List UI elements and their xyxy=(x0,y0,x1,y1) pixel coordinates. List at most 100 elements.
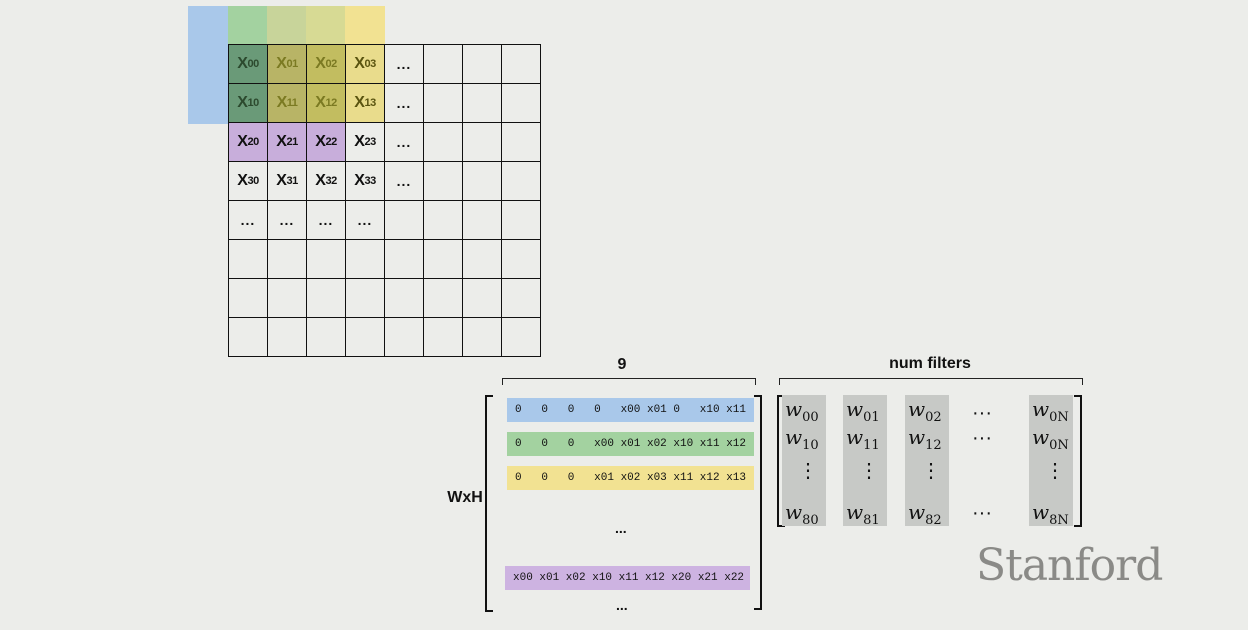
grid-cell xyxy=(424,279,463,318)
grid-cell xyxy=(385,201,424,240)
weights-bracket-left xyxy=(777,395,785,527)
grid-cell xyxy=(307,318,346,357)
grid-cell: ... xyxy=(385,84,424,123)
weight-vdots: ⋮ xyxy=(798,460,818,482)
matrix-cell: 0 xyxy=(567,404,575,416)
grid-cell xyxy=(502,162,541,201)
filters-label: num filters xyxy=(889,355,971,372)
grid-cell xyxy=(463,123,502,162)
yellow-overlay xyxy=(345,6,385,44)
green-overlay xyxy=(228,6,267,44)
matrix-cell: 0 xyxy=(515,438,522,450)
grid-cell xyxy=(385,279,424,318)
matrix-cell: 0 xyxy=(541,404,548,416)
weight-column xyxy=(782,395,826,526)
grid-cell xyxy=(346,240,385,279)
filters-brace xyxy=(779,378,1083,385)
matrix-middle-dots: ... xyxy=(615,520,627,536)
matrix-cell: 0 xyxy=(541,472,548,484)
grid-cell xyxy=(502,45,541,84)
weight-entry: w0N xyxy=(1032,425,1069,453)
grid-cell xyxy=(502,201,541,240)
matrix-cell: 0 xyxy=(567,438,575,450)
weight-entry: w10 xyxy=(785,425,819,453)
matrix-bracket-left xyxy=(485,395,493,612)
weight-hdots: ··· xyxy=(972,502,992,524)
matrix-row-green: 0 0 0 x00 x01 x02 x10 x11 x12 xyxy=(507,432,754,456)
grid-cell xyxy=(502,84,541,123)
weight-column xyxy=(1029,395,1073,526)
grid-cell xyxy=(463,279,502,318)
matrix-bracket-right xyxy=(754,395,762,610)
grid-cell xyxy=(424,84,463,123)
matrix-cell: 0 xyxy=(515,472,522,484)
grid-cell xyxy=(268,318,307,357)
grid-cell xyxy=(424,162,463,201)
grid-cell: ... xyxy=(385,45,424,84)
grid-cell xyxy=(424,123,463,162)
olive-overlay-1 xyxy=(267,6,306,44)
grid-cell xyxy=(463,318,502,357)
grid-cell xyxy=(385,318,424,357)
grid-cell xyxy=(229,318,268,357)
matrix-cell: 0 xyxy=(515,404,522,416)
grid-cell xyxy=(268,279,307,318)
matrix-cell: x10 x11 xyxy=(699,404,746,416)
grid-cell xyxy=(424,45,463,84)
weight-entry: w02 xyxy=(908,397,942,425)
stanford-logo: Stanford xyxy=(976,540,1163,591)
grid-cell xyxy=(307,240,346,279)
grid-cell xyxy=(424,201,463,240)
weight-entry: w01 xyxy=(846,397,880,425)
grid-cell xyxy=(385,240,424,279)
matrix-row-blue: 0 0 0 0 x00 x01 0 x10 x11 xyxy=(507,398,754,422)
grid-cell xyxy=(424,318,463,357)
matrix-cell: 0 xyxy=(541,438,548,450)
matrix-cell: 0 xyxy=(594,404,601,416)
weight-column xyxy=(843,395,887,526)
blue-overlay xyxy=(188,6,228,124)
weight-entry: w80 xyxy=(785,500,819,528)
weight-entry: w81 xyxy=(846,500,880,528)
matrix-cell: 0 xyxy=(567,472,575,484)
grid-cell xyxy=(502,240,541,279)
rows-label: WxH xyxy=(447,489,483,506)
weight-entry: w0N xyxy=(1032,397,1069,425)
grid-cell xyxy=(463,84,502,123)
matrix-cell: x00 x01 0 xyxy=(620,404,680,416)
grid-cell xyxy=(346,318,385,357)
matrix-cell: x00 x01 x02 x10 x11 x12 x20 x21 x22 xyxy=(513,572,745,584)
grid-cell xyxy=(424,240,463,279)
grid-cell xyxy=(229,279,268,318)
grid-cell: ... xyxy=(268,201,307,240)
weights-bracket-right xyxy=(1074,395,1082,527)
grid-cell: ... xyxy=(307,201,346,240)
weight-entry: w12 xyxy=(908,425,942,453)
grid-cell xyxy=(307,279,346,318)
grid-cell: ... xyxy=(385,123,424,162)
weight-vdots: ⋮ xyxy=(921,460,941,482)
matrix-cell: x00 x01 x02 x10 x11 x12 xyxy=(594,438,746,450)
grid-cell xyxy=(502,123,541,162)
grid-cell xyxy=(502,279,541,318)
weight-vdots: ⋮ xyxy=(859,460,879,482)
grid-cell xyxy=(463,162,502,201)
weight-entry: w00 xyxy=(785,397,819,425)
olive-overlay-2 xyxy=(306,6,345,44)
grid-cell xyxy=(463,45,502,84)
